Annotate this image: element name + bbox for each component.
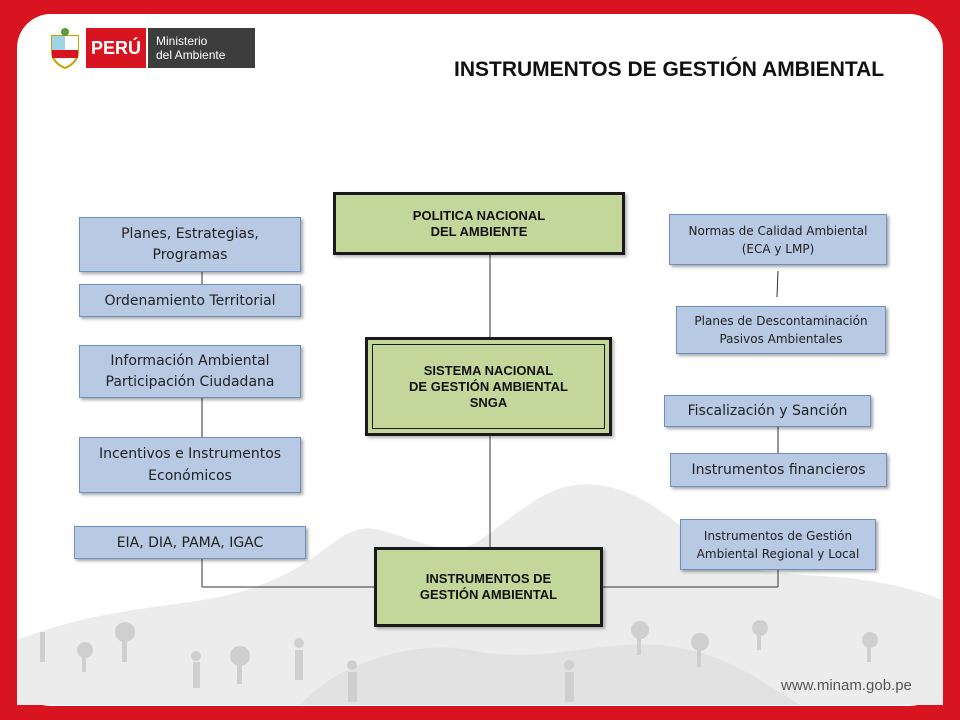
left-box-ordenamiento: Ordenamiento Territorial — [79, 284, 301, 317]
instrumentos-gestion-box: INSTRUMENTOS DE GESTIÓN AMBIENTAL — [374, 547, 603, 627]
right-box-fiscalizacion: Fiscalización y Sanción — [664, 395, 871, 427]
sistema-inner-border — [372, 344, 605, 429]
instrumentos-gestion-label: INSTRUMENTOS DE GESTIÓN AMBIENTAL — [420, 571, 557, 603]
left-box-eia-label: EIA, DIA, PAMA, IGAC — [117, 535, 264, 551]
politica-nacional-label: POLITICA NACIONAL DEL AMBIENTE — [413, 208, 545, 240]
right-box-instrumentos-financieros-label: Instrumentos financieros — [692, 462, 866, 478]
left-box-planes: Planes, Estrategias, Programas — [79, 217, 301, 272]
politica-nacional-box: POLITICA NACIONAL DEL AMBIENTE — [333, 192, 625, 255]
left-box-planes-label: Planes, Estrategias, Programas — [121, 224, 259, 266]
right-box-normas: Normas de Calidad Ambiental (ECA y LMP) — [669, 214, 887, 265]
right-box-instrumentos-regional: Instrumentos de Gestión Ambiental Region… — [680, 519, 876, 570]
sistema-nacional-box: SISTEMA NACIONAL DE GESTIÓN AMBIENTAL SN… — [365, 337, 612, 436]
footer-url: www.minam.gob.pe — [781, 677, 912, 694]
right-box-instrumentos-financieros: Instrumentos financieros — [670, 453, 887, 487]
right-box-planes-descontaminacion-label: Planes de Descontaminación Pasivos Ambie… — [694, 312, 867, 348]
left-box-ordenamiento-label: Ordenamiento Territorial — [104, 293, 275, 309]
right-box-planes-descontaminacion: Planes de Descontaminación Pasivos Ambie… — [676, 306, 886, 354]
right-box-instrumentos-regional-label: Instrumentos de Gestión Ambiental Region… — [697, 527, 860, 563]
left-box-informacion: Información Ambiental Participación Ciud… — [79, 345, 301, 398]
left-box-incentivos: Incentivos e Instrumentos Económicos — [79, 437, 301, 493]
right-box-normas-label: Normas de Calidad Ambiental (ECA y LMP) — [689, 222, 868, 258]
left-box-informacion-label: Información Ambiental Participación Ciud… — [106, 351, 275, 393]
left-box-eia: EIA, DIA, PAMA, IGAC — [74, 526, 306, 559]
right-box-fiscalizacion-label: Fiscalización y Sanción — [688, 403, 848, 419]
left-box-incentivos-label: Incentivos e Instrumentos Económicos — [99, 443, 281, 487]
